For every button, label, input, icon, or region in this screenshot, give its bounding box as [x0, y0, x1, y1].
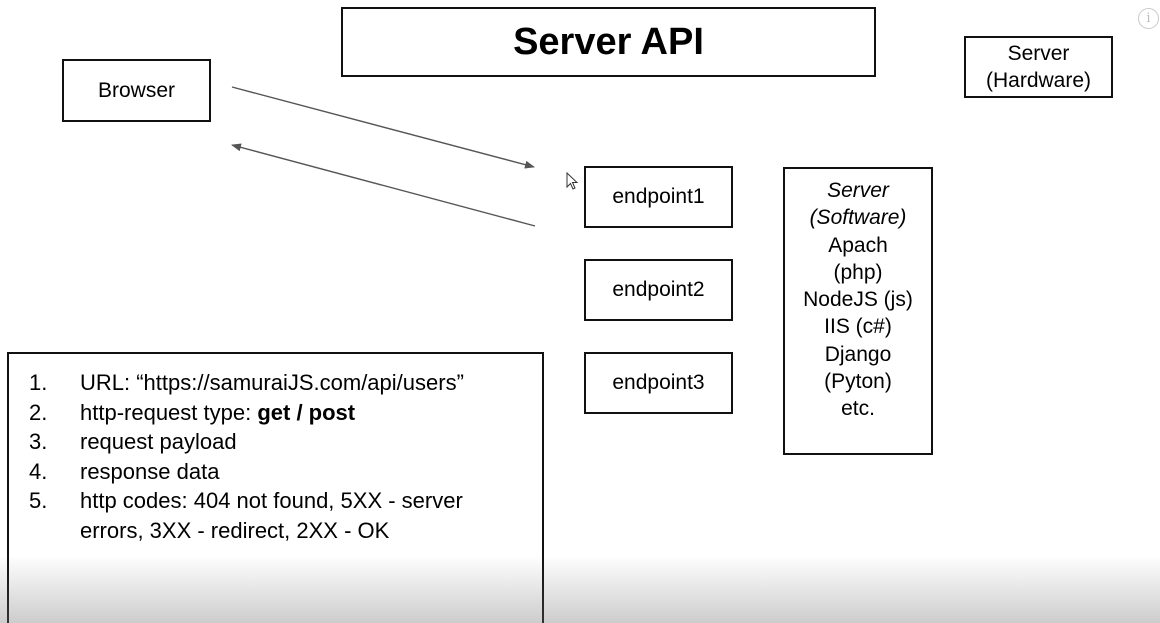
notes-item: 3. request payload: [29, 427, 532, 457]
browser-label: Browser: [97, 78, 176, 102]
notes-item-number: 4.: [29, 458, 48, 484]
notes-item-number: 1.: [29, 370, 48, 395]
notes-list: 1. URL: “https://samuraiJS.com/api/users…: [29, 368, 532, 545]
server-hardware-box: Server (Hardware): [964, 36, 1113, 98]
notes-item-number: 5.: [29, 488, 48, 513]
server-software-item: (php): [833, 260, 883, 284]
endpoint-label: endpoint3: [612, 371, 705, 394]
server-software-item: etc.: [841, 397, 875, 421]
notes-item-text-bold: get / post: [257, 399, 356, 425]
notes-item: 5. http codes: 404 not found, 5XX - serv…: [29, 486, 532, 545]
endpoint-box-1: endpoint1: [584, 166, 733, 228]
notes-item-number: 3.: [29, 429, 48, 454]
mouse-cursor-icon: [566, 172, 579, 190]
notes-item: 1. URL: “https://samuraiJS.com/api/users…: [29, 368, 532, 398]
server-software-item: NodeJS (js): [803, 288, 913, 312]
endpoint-label: endpoint2: [612, 278, 705, 301]
title-box: Server API: [341, 7, 876, 77]
notes-item-text: http codes: 404 not found, 5XX - server …: [80, 488, 463, 543]
endpoint-box-3: endpoint3: [584, 352, 733, 414]
notes-item-text: URL: “https://samuraiJS.com/api/users”: [80, 370, 464, 395]
notes-item-text-plain: http-request type:: [80, 399, 258, 425]
server-software-item: (Pyton): [824, 370, 892, 394]
notes-item: 2. http-request type: get / post: [29, 398, 532, 428]
notes-item-text: http-request type: get / post: [80, 398, 532, 428]
info-icon[interactable]: i: [1138, 8, 1159, 29]
notes-item-text: response data: [80, 458, 220, 484]
server-software-item: Apach: [828, 233, 888, 257]
server-software-box: Server (Software) Apach (php) NodeJS (js…: [783, 167, 933, 455]
server-software-item: Django: [824, 342, 892, 366]
notes-item: 4. response data: [29, 457, 532, 487]
server-software-heading-line1: Server: [827, 179, 889, 202]
server-software-item: IIS (c#): [824, 315, 892, 339]
server-software-heading-line2: (Software): [809, 206, 907, 230]
browser-box: Browser: [62, 59, 211, 122]
notes-box: 1. URL: “https://samuraiJS.com/api/users…: [7, 352, 544, 623]
server-hardware-line1: Server: [1007, 42, 1070, 65]
notes-item-number: 2.: [29, 399, 48, 425]
response-arrow: [231, 143, 536, 227]
server-hardware-line2: (Hardware): [985, 69, 1092, 92]
diagram-title: Server API: [513, 20, 704, 63]
request-arrow: [231, 86, 535, 169]
endpoint-box-2: endpoint2: [584, 259, 733, 321]
notes-item-text: request payload: [80, 429, 237, 454]
endpoint-label: endpoint1: [612, 185, 705, 208]
